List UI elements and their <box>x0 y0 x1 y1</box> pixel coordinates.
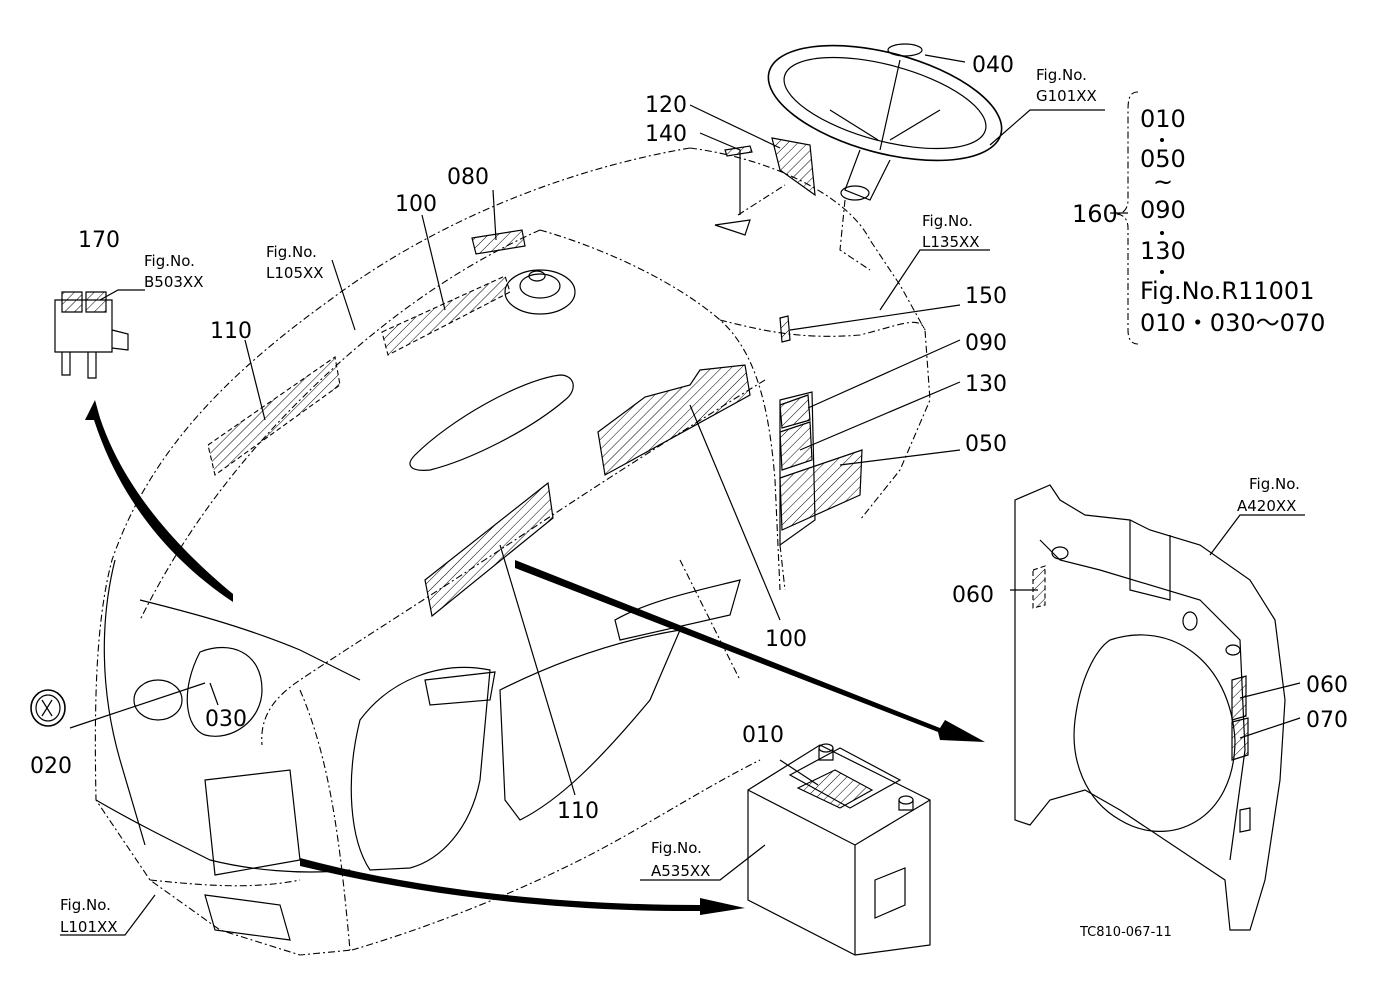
decal-110-top <box>207 356 341 476</box>
set-160-item-0: 010 <box>1140 105 1186 133</box>
steering-wheel-drawing <box>767 43 1003 271</box>
fig-label-b503: Fig.No. <box>144 252 195 270</box>
fig-label-l105: Fig.No. <box>266 243 317 261</box>
callout-070: 070 <box>1306 708 1348 733</box>
fig-label-a535: Fig.No. <box>651 839 702 857</box>
callout-100-top: 100 <box>395 192 437 217</box>
leader-lines <box>60 54 1305 936</box>
decal-110-side <box>424 481 554 618</box>
callout-170: 170 <box>78 228 120 253</box>
fig-ref-l101: L101XX <box>60 918 118 936</box>
fig-ref-b503: B503XX <box>144 273 203 291</box>
part-020-badge <box>30 689 66 727</box>
decal-100-side <box>597 364 751 476</box>
callout-090: 090 <box>965 331 1007 356</box>
fig-label-l101: Fig.No. <box>60 896 111 914</box>
callout-080: 080 <box>447 165 489 190</box>
decal-100-top <box>381 275 511 356</box>
decal-090 <box>779 394 811 429</box>
fig-ref-a420: A420XX <box>1237 497 1296 515</box>
set-160-item-2: 090 <box>1140 196 1186 224</box>
decal-050 <box>779 449 863 531</box>
callout-060-left: 060 <box>952 583 994 608</box>
arrow-to-shroud <box>515 560 985 742</box>
set-160-fig-items: 010・030～070 <box>1140 309 1325 337</box>
set-160-range-mark: ~ <box>1153 168 1173 196</box>
fig-label-g101: Fig.No. <box>1036 66 1087 84</box>
callout-150: 150 <box>965 284 1007 309</box>
callout-110-top: 110 <box>210 319 252 344</box>
callout-030: 030 <box>205 707 247 732</box>
fig-ref-l105: L105XX <box>266 264 324 282</box>
arrow-to-battery <box>300 858 745 915</box>
tractor-hood-drawing <box>94 147 931 956</box>
callout-140: 140 <box>645 122 687 147</box>
callout-160: 160 <box>1072 200 1118 228</box>
decal-140 <box>724 145 753 157</box>
callout-120: 120 <box>645 93 687 118</box>
set-160-item-3: 130 <box>1140 237 1186 265</box>
decals <box>207 137 863 618</box>
callout-130: 130 <box>965 372 1007 397</box>
arrow-to-170 <box>85 400 233 602</box>
decal-080 <box>471 229 526 255</box>
set-160-list: 160 010 050 ~ 090 130 Fig.No.R11001 010・… <box>1072 91 1325 345</box>
set-160-fig-ref: Fig.No.R11001 <box>1140 277 1314 305</box>
callout-numbers: 040 120 140 080 100 170 110 150 090 130 … <box>30 53 1348 824</box>
callout-040: 040 <box>972 53 1014 78</box>
arrows <box>85 400 985 915</box>
fig-label-a420: Fig.No. <box>1249 475 1300 493</box>
decal-130 <box>779 421 813 471</box>
decal-120 <box>771 137 816 197</box>
fig-ref-g101: G101XX <box>1036 87 1097 105</box>
part-a535-battery <box>747 743 931 956</box>
fig-label-l135: Fig.No. <box>922 212 973 230</box>
decal-150 <box>779 315 791 343</box>
callout-060-right: 060 <box>1306 673 1348 698</box>
fig-ref-a535: A535XX <box>651 862 710 880</box>
set-160-item-1: 050 <box>1140 145 1186 173</box>
callout-020: 020 <box>30 754 72 779</box>
fig-ref-l135: L135XX <box>922 233 980 251</box>
part-a420-shroud <box>1014 484 1286 931</box>
drawing-id: TC810-067-11 <box>1079 925 1172 940</box>
figure-references: Fig.No. G101XX Fig.No. L135XX Fig.No. L1… <box>60 66 1300 936</box>
callout-100-side: 100 <box>765 627 807 652</box>
callout-010: 010 <box>742 723 784 748</box>
callout-110-side: 110 <box>557 799 599 824</box>
callout-050: 050 <box>965 432 1007 457</box>
part-170-bracket <box>54 291 129 379</box>
